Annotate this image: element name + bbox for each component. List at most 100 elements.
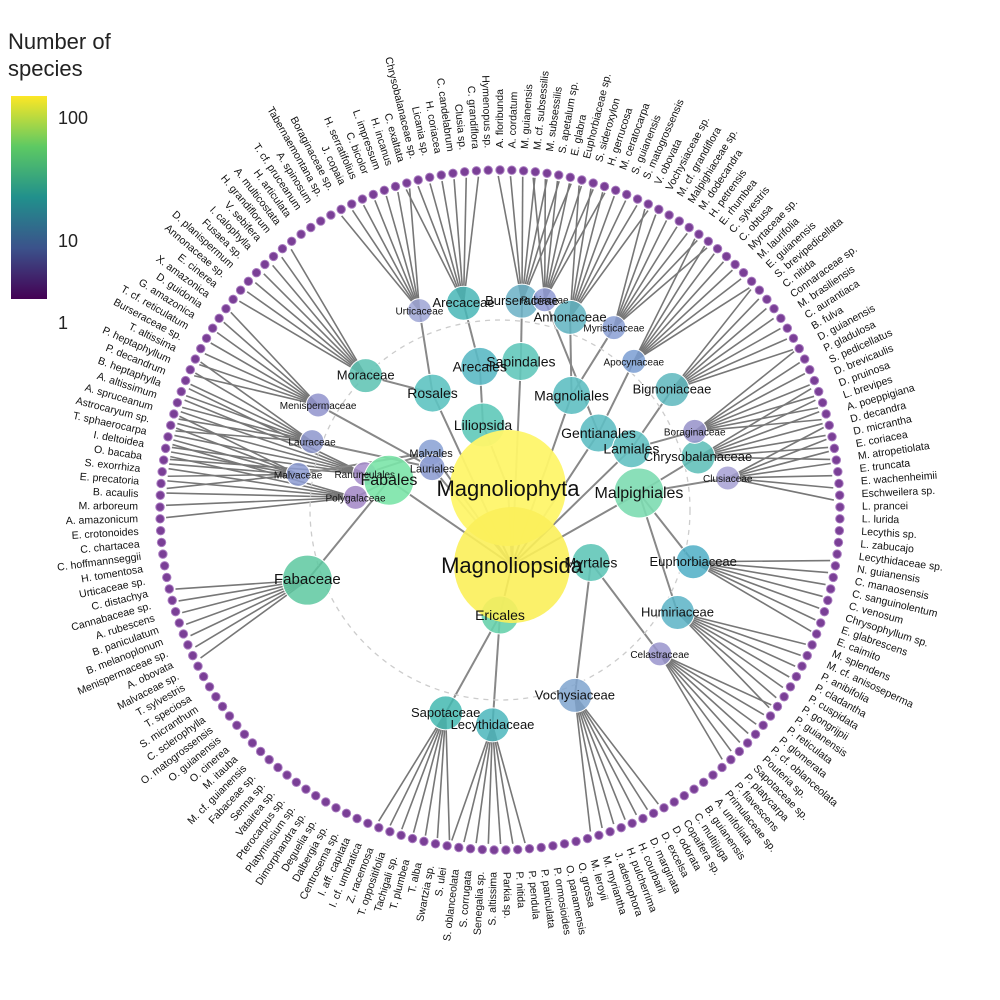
edge-family-leaf (692, 561, 820, 609)
edge-family-leaf (569, 195, 615, 318)
leaf-node (235, 285, 246, 295)
leaf-label: Hymenopus sp. (479, 75, 494, 148)
edge-family-leaf (694, 418, 822, 433)
edge-family-leaf (574, 695, 592, 832)
leaf-node (669, 797, 679, 807)
leaf-node (816, 618, 826, 628)
edge-family-leaf (429, 183, 465, 304)
leaf-node (782, 323, 793, 333)
edge-family-leaf (173, 439, 299, 476)
order-node (501, 341, 541, 381)
leaf-node (301, 784, 311, 794)
leaf-node (689, 784, 699, 794)
edge-family-leaf (543, 188, 594, 301)
leaf-node (239, 729, 250, 739)
leaf-node (204, 682, 215, 692)
leaf-node (282, 770, 292, 780)
leaf-label: M. arboreum (78, 500, 138, 513)
edge-family-leaf (341, 215, 421, 312)
order-node (413, 373, 452, 413)
leaf-node (712, 244, 723, 254)
leaf-label: E. precatoria (79, 471, 139, 488)
leaf-node (659, 803, 669, 813)
edge-family-leaf (613, 239, 698, 329)
edge-family-leaf (697, 446, 829, 458)
leaf-node (776, 313, 786, 324)
family-node (647, 641, 673, 667)
leaf-node (454, 842, 464, 853)
edge-family-leaf (693, 560, 829, 574)
edge-family-leaf (223, 321, 319, 406)
edge-family-leaf (509, 176, 523, 302)
leaf-node (448, 168, 458, 178)
leaf-label: P. nitida (513, 871, 527, 908)
leaf-node (817, 397, 828, 408)
leaf-node (155, 490, 166, 500)
edge-order-family (311, 440, 433, 469)
edge-family-leaf (692, 561, 816, 621)
edge-family-leaf (362, 204, 421, 312)
edge-family-leaf (659, 653, 765, 716)
family-label: Urticaceae (396, 307, 444, 318)
edge-family-leaf (169, 463, 299, 476)
leaf-node (156, 478, 166, 489)
leaf-node (738, 268, 749, 278)
edge-family-leaf (441, 180, 465, 304)
leaf-node (524, 844, 535, 854)
leaf-node (158, 549, 168, 559)
edge-family-leaf (697, 399, 816, 458)
leaf-node (565, 172, 576, 183)
family-node (552, 299, 588, 335)
family-label: Lauraceae (288, 438, 336, 449)
leaf-node (627, 818, 637, 828)
leaf-node (788, 333, 799, 343)
leaf-node (167, 595, 177, 606)
leaf-node (734, 746, 745, 757)
family-label: Annonaceae (534, 309, 607, 324)
leaf-node (385, 826, 395, 837)
edge-family-leaf (172, 443, 356, 499)
leaf-node (495, 165, 505, 175)
edge-family-leaf (659, 653, 749, 735)
edge-family-leaf (659, 653, 723, 760)
edge-family-leaf (397, 191, 421, 311)
leaf-node (336, 204, 346, 215)
leaf-node (178, 629, 189, 639)
edge-family-leaf (543, 183, 571, 300)
leaf-node (183, 640, 193, 650)
leaf-node (632, 194, 643, 204)
leaf-node (518, 166, 529, 176)
leaf-node (834, 478, 844, 489)
leaf-node (442, 841, 452, 851)
edge-family-leaf (613, 220, 668, 329)
edge-family-leaf (216, 331, 319, 406)
class-label: Liliopsida (454, 417, 513, 433)
leaf-node (823, 595, 833, 606)
edge-family-leaf (671, 298, 760, 391)
leaf-node (708, 770, 718, 780)
leaf-node (316, 216, 326, 226)
leaf-label: Parkia sp. (501, 872, 514, 919)
leaf-node (374, 822, 384, 833)
edge-family-leaf (671, 327, 781, 391)
edge-family-leaf (487, 724, 494, 844)
family-node (305, 392, 331, 418)
edge-family-leaf (543, 185, 583, 300)
leaf-node (588, 178, 598, 188)
legend-tick-10: 10 (58, 231, 79, 251)
family-label: Menispermaceae (280, 401, 357, 412)
edge-family-leaf (254, 282, 367, 377)
leaf-label: E. wachenheimii (860, 470, 937, 488)
edge-family-leaf (727, 477, 835, 501)
family-node (474, 707, 510, 743)
edge-family-leaf (633, 261, 725, 362)
leaf-node (835, 502, 845, 512)
family-node (621, 348, 647, 374)
edge-family-leaf (491, 724, 526, 844)
edge-family-leaf (199, 363, 319, 406)
edge-family-leaf (613, 226, 678, 329)
leaf-label: S. corrugata (457, 870, 474, 928)
leaf-node (180, 375, 191, 386)
edge-family-leaf (694, 407, 819, 433)
